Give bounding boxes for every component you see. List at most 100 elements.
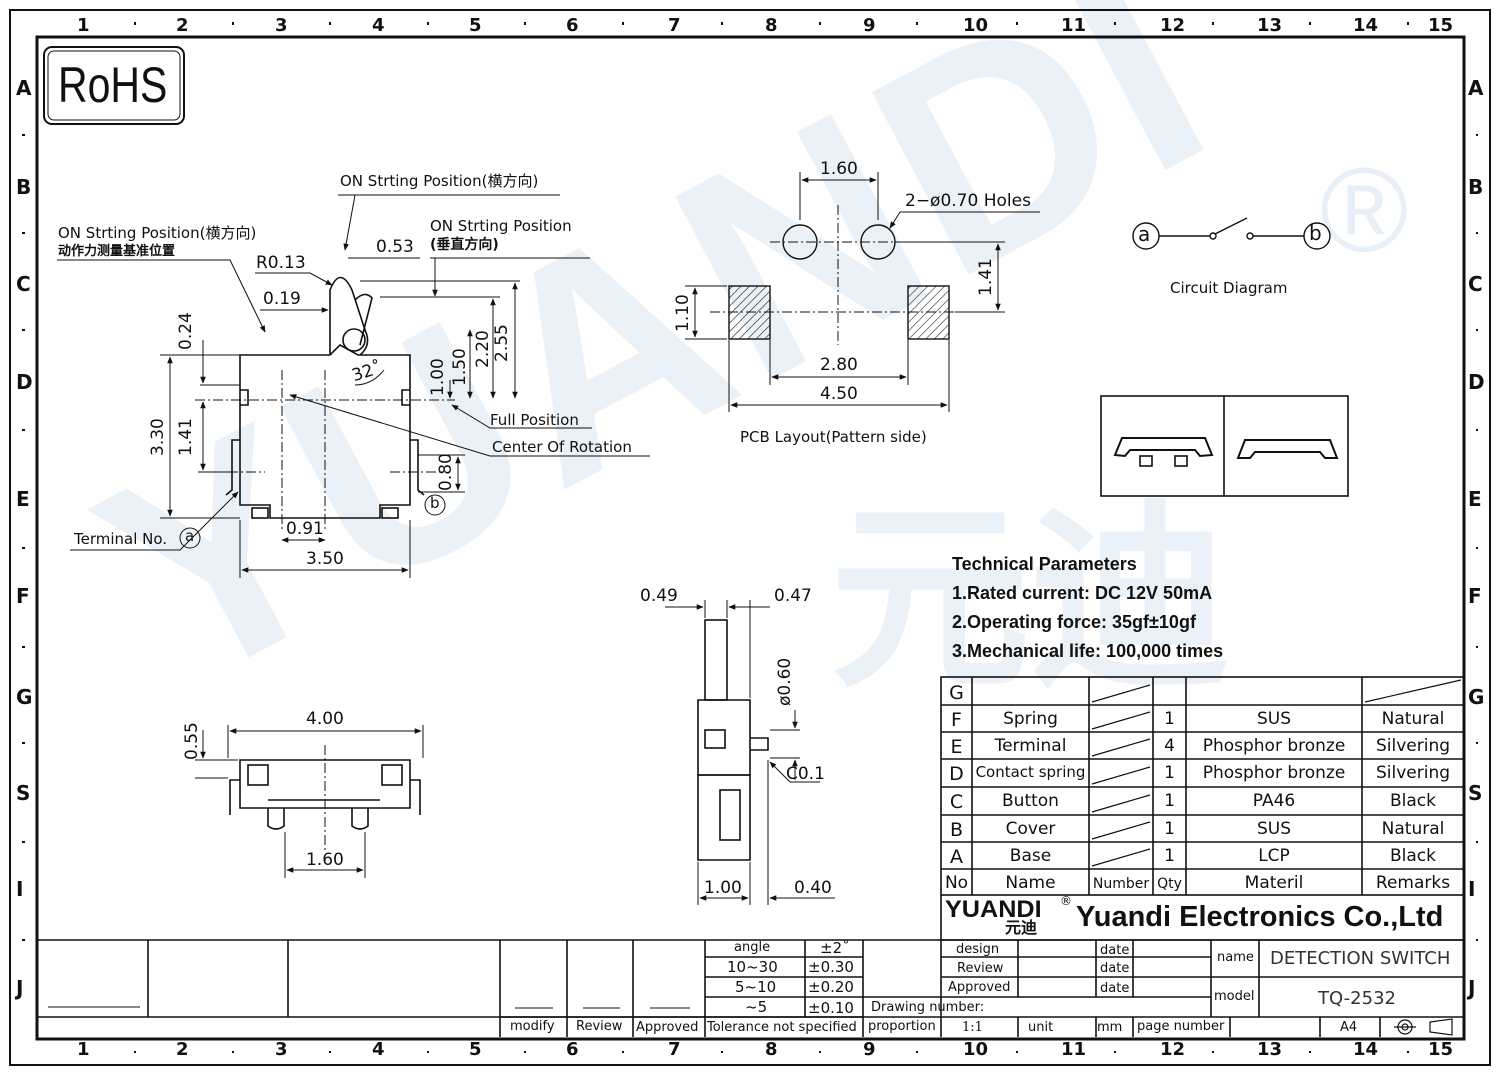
- bom-header-no: No: [944, 873, 969, 893]
- bom-cell-name: Contact spring: [975, 763, 1086, 781]
- dim-front-160: 1.60: [306, 850, 344, 870]
- zone-column-bottom: 2: [176, 1039, 189, 1060]
- zone-column-bottom: 1: [77, 1039, 90, 1060]
- zone-column-bottom: 9: [863, 1039, 876, 1060]
- dim-front-400: 4.00: [306, 709, 344, 729]
- center-of-rotation-label: Center Of Rotation: [492, 438, 632, 456]
- tb-review-label: Review: [957, 961, 1004, 976]
- dim-pcb-110: 1.10: [673, 294, 693, 332]
- bom-cell-material: LCP: [1258, 846, 1290, 866]
- watermark-registered: ®: [1320, 143, 1409, 277]
- dim-end-047: 0.47: [774, 586, 812, 606]
- bom-cell-remarks: Silvering: [1375, 763, 1451, 783]
- dim-pcb-141: 1.41: [976, 258, 996, 296]
- tb-design-label: design: [956, 942, 1000, 957]
- dim-r013: R0.13: [256, 253, 306, 273]
- tb-scale: 1:1: [962, 1020, 983, 1035]
- pcb-layout-caption: PCB Layout(Pattern side): [740, 428, 927, 446]
- zone-row-left: F: [16, 584, 30, 608]
- rohs-mark: RoHS: [58, 57, 168, 113]
- bom-cell-qty: 1: [1164, 709, 1175, 729]
- on-position-cn: 动作力测量基准位置: [58, 244, 176, 259]
- tb-date-3: date: [1100, 981, 1130, 996]
- bom-header-name: Name: [1005, 873, 1056, 893]
- bom-cell-remarks: Natural: [1381, 819, 1445, 839]
- dim-pcb-450: 4.50: [820, 384, 858, 404]
- bom-cell-qty: 1: [1164, 763, 1175, 783]
- dim-024: 0.24: [176, 312, 196, 350]
- bom-cell-name: Terminal: [994, 736, 1067, 756]
- company-logo-registered: ®: [1060, 894, 1072, 908]
- on-position-horizontal-top: ON Strting Position(横方向): [340, 172, 539, 190]
- company-logo-cn: 元迪: [1005, 918, 1038, 937]
- zone-row-left: S: [16, 781, 31, 805]
- bom-cell-material: Phosphor bronze: [1202, 736, 1346, 756]
- zone-row-right: E: [1468, 487, 1482, 511]
- zone-column-top: 5: [469, 15, 482, 36]
- terminal-a-mark: a: [185, 527, 195, 545]
- bom-cell-no: G: [949, 682, 964, 704]
- holes-label: 2−ø0.70 Holes: [905, 191, 1031, 211]
- bom-cell-no: A: [950, 846, 963, 868]
- zone-row-left: B: [16, 175, 32, 199]
- zone-column-top: 10: [963, 15, 989, 36]
- bom-header-qty: Qty: [1157, 876, 1182, 892]
- bom-cell-material: PA46: [1252, 791, 1296, 811]
- tb-page-number: page number: [1137, 1019, 1225, 1034]
- zone-column-top: 4: [372, 15, 385, 36]
- tol-r3-value: ±0.10: [808, 999, 854, 1017]
- tb-size: A4: [1340, 1020, 1358, 1035]
- tol-angle-value: ±2˚: [820, 939, 850, 957]
- tol-r3: ~5: [745, 998, 768, 1016]
- zone-row-right: F: [1468, 584, 1482, 608]
- circuit-terminal-b: b: [1309, 221, 1322, 245]
- zone-column-top: 12: [1160, 15, 1186, 36]
- tb-approved-col: Approved: [636, 1020, 699, 1035]
- bom-cell-no: D: [949, 763, 964, 785]
- on-position-vertical: ON Strting Position: [430, 217, 572, 235]
- dim-pcb-280: 2.80: [820, 355, 858, 375]
- bom-cell-material: SUS: [1256, 819, 1292, 839]
- bom-cell-no: C: [949, 791, 964, 813]
- bom-header-remarks: Remarks: [1375, 873, 1451, 893]
- zone-column-bottom: 5: [469, 1039, 482, 1060]
- watermark-cn: 元迪: [830, 488, 1231, 711]
- dim-053: 0.53: [376, 237, 414, 257]
- dim-255: 2.55: [492, 324, 512, 362]
- dim-150: 1.50: [450, 348, 470, 386]
- zone-column-bottom: 15: [1428, 1039, 1454, 1060]
- zone-column-top: 3: [275, 15, 288, 36]
- zone-row-right: B: [1468, 175, 1484, 199]
- zone-row-right: D: [1468, 370, 1485, 394]
- zone-column-bottom: 8: [765, 1039, 778, 1060]
- tb-proportion: proportion: [868, 1019, 936, 1034]
- dim-141-side: 1.41: [176, 418, 196, 456]
- company-logo: YUANDI: [945, 896, 1042, 923]
- dim-019: 0.19: [263, 289, 301, 309]
- bom-cell-material: SUS: [1256, 709, 1292, 729]
- bom-cell-remarks: Silvering: [1375, 736, 1451, 756]
- tb-name-value: DETECTION SWITCH: [1270, 948, 1451, 969]
- bom-cell-remarks: Black: [1390, 846, 1436, 866]
- zone-column-top: 11: [1061, 15, 1087, 36]
- full-position-label: Full Position: [490, 411, 579, 429]
- circuit-diagram-caption: Circuit Diagram: [1170, 279, 1288, 297]
- tech-param-3: 3.Mechanical life: 100,000 times: [952, 641, 1224, 661]
- zone-column-bottom: 10: [963, 1039, 989, 1060]
- dim-330: 3.30: [148, 418, 168, 456]
- bom-cell-qty: 1: [1164, 846, 1175, 866]
- dim-080: 0.80: [436, 453, 456, 491]
- tb-model-value: TQ-2532: [1318, 988, 1396, 1009]
- terminal-number-label: Terminal No.: [74, 530, 168, 548]
- zone-row-right: A: [1468, 76, 1484, 100]
- on-position-vertical-cn: (垂直方向): [430, 237, 499, 253]
- tb-date-2: date: [1100, 961, 1130, 976]
- zone-row-left: I: [16, 877, 24, 901]
- zone-column-top: 6: [566, 15, 579, 36]
- zone-column-bottom: 3: [275, 1039, 288, 1060]
- zone-row-left: J: [16, 976, 24, 1000]
- tb-date-1: date: [1100, 943, 1130, 958]
- zone-row-right: I: [1468, 877, 1476, 901]
